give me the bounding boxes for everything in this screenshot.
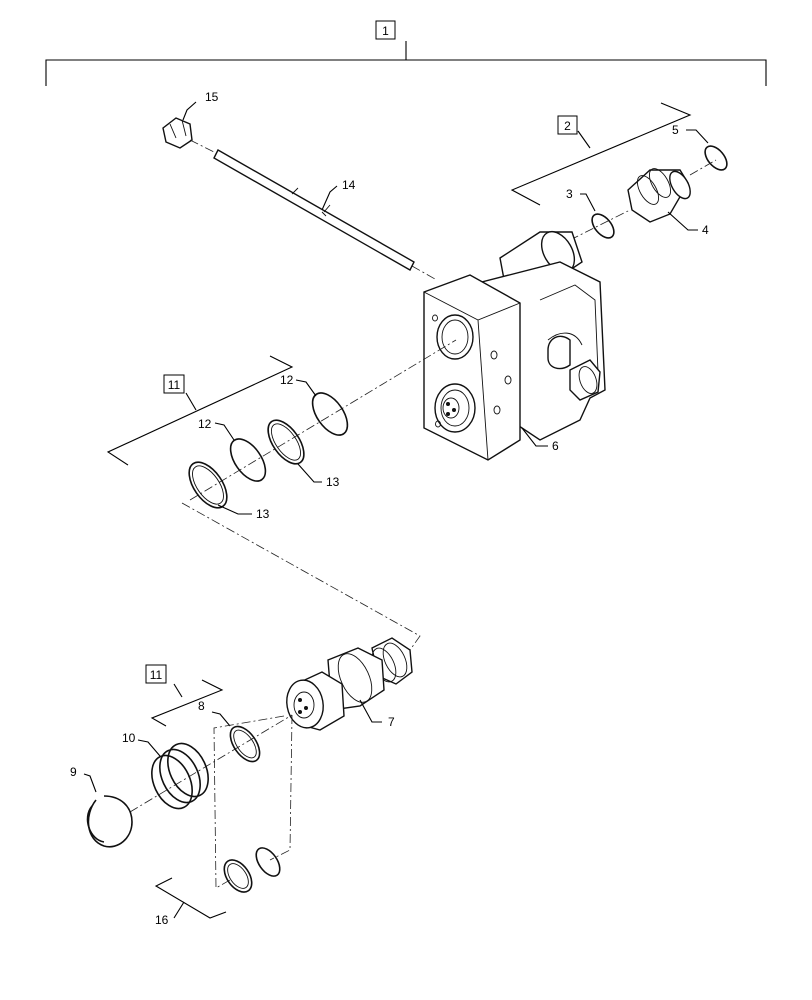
spool-part-7: 7 — [286, 637, 413, 731]
callout-1: 1 — [382, 24, 389, 38]
kit-bracket-11-lower: 11 — [145, 664, 224, 727]
callout-3: 3 — [566, 187, 573, 201]
spring-part-10: 10 — [122, 731, 209, 810]
valve-housing-part-6: 6 — [423, 231, 606, 461]
callout-16: 16 — [155, 913, 169, 927]
phantom-path — [181, 502, 421, 651]
callout-14: 14 — [342, 178, 356, 192]
kit-bracket-11-upper: 11 — [106, 355, 294, 466]
callout-12-lower: 12 — [198, 417, 212, 431]
assembly-bracket-1: 1 — [45, 20, 767, 86]
clip-part-15: 15 — [162, 90, 219, 149]
oring-part-3: 3 — [566, 187, 615, 239]
kit-bracket-16: 16 — [154, 877, 227, 927]
seal-rings-upper: 12 13 12 13 — [188, 339, 457, 521]
fitting-part-4: 4 — [569, 159, 717, 241]
callout-2: 2 — [564, 119, 571, 133]
ring-part-8: 8 — [129, 699, 293, 813]
oring-part-5: 5 — [672, 123, 728, 171]
seal-rings-lower — [223, 847, 281, 893]
kit-bracket-2: 2 — [510, 102, 692, 206]
rod-part-14: 14 — [189, 139, 436, 280]
callout-11-upper: 11 — [168, 378, 181, 392]
callout-13-upper: 13 — [326, 475, 340, 489]
callout-8: 8 — [198, 699, 205, 713]
callout-7: 7 — [388, 715, 395, 729]
callout-5: 5 — [672, 123, 679, 137]
phantom-path-lower-2 — [213, 715, 285, 889]
retaining-ring-part-9: 9 — [70, 765, 133, 848]
callout-9: 9 — [70, 765, 77, 779]
callout-15: 15 — [205, 90, 219, 104]
phantom-path-lower-1 — [269, 714, 293, 861]
callout-6: 6 — [552, 439, 559, 453]
callout-4: 4 — [702, 223, 709, 237]
callout-12-upper: 12 — [280, 373, 294, 387]
callout-13-lower: 13 — [256, 507, 270, 521]
callout-10: 10 — [122, 731, 136, 745]
callout-11-lower: 11 — [150, 668, 163, 682]
